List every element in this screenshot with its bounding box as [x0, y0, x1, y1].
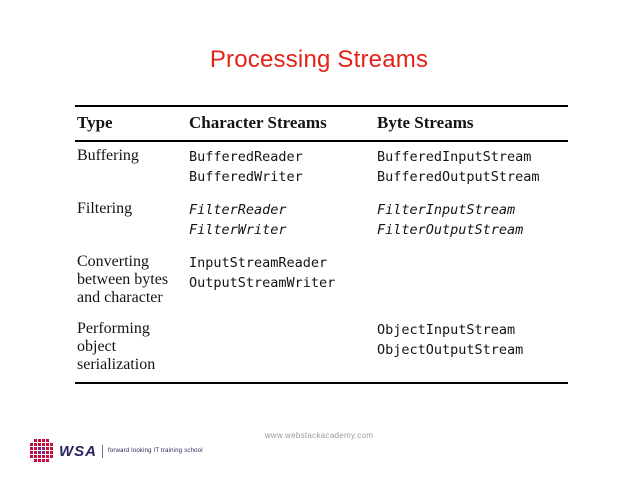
class-name: BufferedOutputStream	[377, 169, 540, 185]
character-streams-cell: FilterReader FilterWriter	[187, 200, 375, 240]
class-name: FilterReader	[189, 202, 287, 218]
type-cell: Filtering	[77, 200, 133, 217]
byte-streams-cell: ObjectInputStream ObjectOutputStream	[375, 320, 568, 360]
class-name: ObjectOutputStream	[377, 342, 524, 358]
table-row: Converting between bytes and character I…	[75, 248, 568, 315]
class-name: BufferedReader	[189, 149, 303, 165]
character-streams-cell: InputStreamReader OutputStreamWriter	[187, 253, 375, 293]
byte-streams-cell: FilterInputStream FilterOutputStream	[375, 200, 568, 240]
logo-tagline: forward looking IT training school	[108, 448, 203, 454]
class-name: FilterWriter	[189, 222, 287, 238]
header-cell-byte-streams: Byte Streams	[377, 113, 474, 132]
type-cell: Converting between bytes and character	[77, 253, 169, 306]
class-name: FilterInputStream	[377, 202, 516, 218]
page-title: Processing Streams	[209, 46, 429, 73]
dot-matrix-icon	[30, 439, 54, 463]
footer-url: www.webstackacademy.com	[264, 431, 374, 440]
header-cell-type: Type	[77, 113, 113, 132]
type-cell: Buffering	[77, 147, 139, 164]
table-row: Performing object serialization ObjectIn…	[75, 315, 568, 382]
class-name: OutputStreamWriter	[189, 275, 336, 291]
class-name: InputStreamReader	[189, 255, 328, 271]
class-name: BufferedInputStream	[377, 149, 532, 165]
logo-divider	[102, 444, 103, 458]
class-name: FilterOutputStream	[377, 222, 524, 238]
header-cell-character-streams: Character Streams	[189, 113, 327, 132]
streams-table: Type Character Streams Byte Streams Buff…	[75, 105, 568, 384]
class-name: ObjectInputStream	[377, 322, 516, 338]
byte-streams-cell: BufferedInputStream BufferedOutputStream	[375, 147, 568, 187]
class-name: BufferedWriter	[189, 169, 303, 185]
wsa-logo: WSA forward looking IT training school	[30, 439, 203, 463]
type-cell: Performing object serialization	[77, 320, 156, 373]
table-header-row: Type Character Streams Byte Streams	[75, 107, 568, 142]
logo-brand: WSA	[59, 442, 97, 460]
character-streams-cell: BufferedReader BufferedWriter	[187, 147, 375, 187]
table-row: Filtering FilterReader FilterWriter Filt…	[75, 195, 568, 248]
table-row: Buffering BufferedReader BufferedWriter …	[75, 142, 568, 195]
